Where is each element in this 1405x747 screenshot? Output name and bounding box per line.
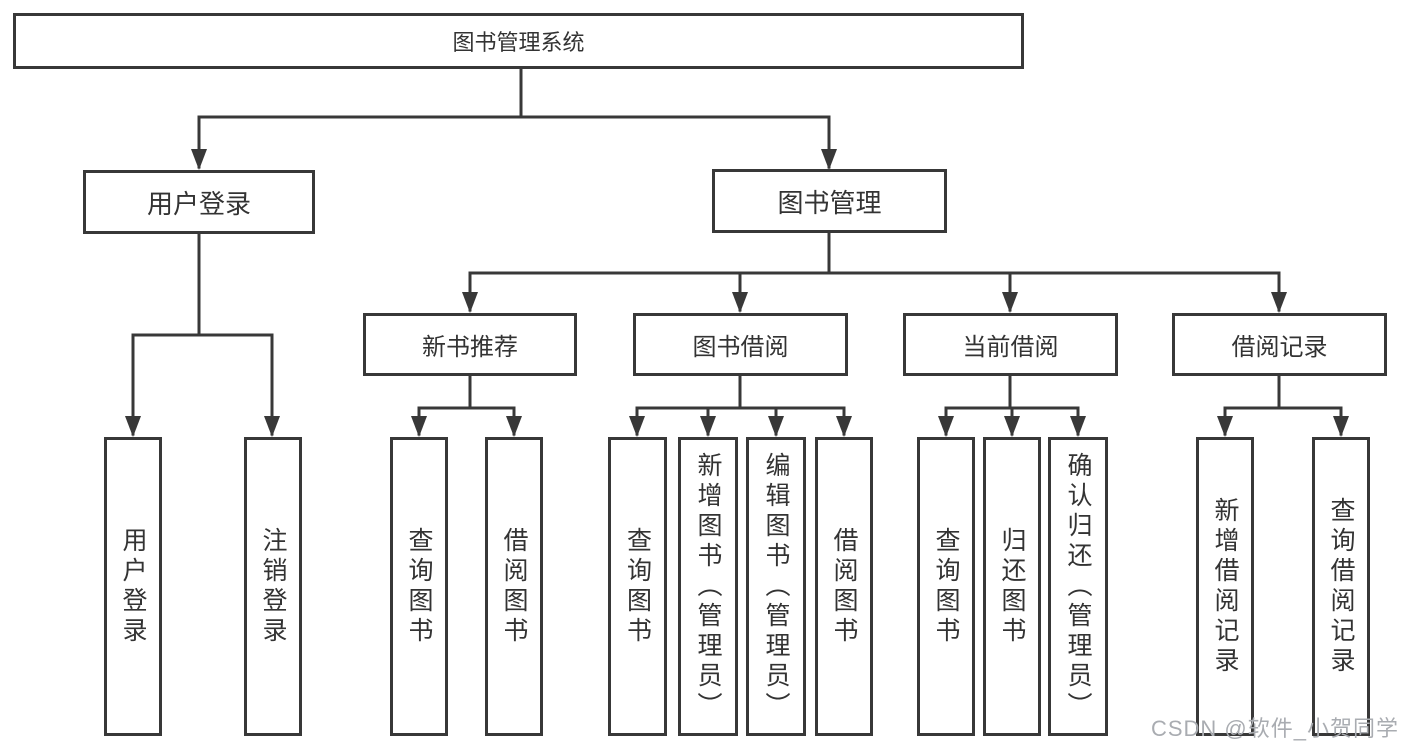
arrowhead-down-icon [1333, 416, 1349, 437]
node-label: 图书借阅 [692, 334, 789, 361]
leaf-logout: 注销登录 [244, 437, 302, 736]
arrowhead-down-icon [700, 416, 716, 437]
node-book-management: 图书管理 [712, 169, 947, 233]
leaf-return-books: 归还图书 [983, 437, 1041, 736]
arrowhead-down-icon [264, 416, 280, 437]
node-user-login: 用户登录 [83, 170, 315, 234]
node-label: 当前借阅 [962, 334, 1059, 361]
arrowhead-down-icon [732, 292, 748, 313]
node-label: 新书推荐 [422, 334, 518, 361]
connector-book-management-to-level3 [462, 231, 1287, 313]
csdn-watermark: CSDN @软件_小贺同学 [1150, 716, 1399, 741]
leaf-query-books-current: 查询图书 [917, 437, 975, 736]
connector-root-to-level2 [191, 67, 837, 170]
arrowhead-down-icon [629, 416, 645, 437]
node-library-management-system: 图书管理系统 [13, 13, 1024, 69]
connector-line [197, 67, 831, 169]
connector-user-login-to-leaves [125, 232, 280, 437]
node-label: 用户登录 [146, 188, 251, 219]
arrowhead-down-icon [191, 149, 207, 170]
arrowhead-down-icon [125, 416, 141, 437]
node-label: 用户登录 [119, 526, 147, 647]
node-label: 图书管理 [777, 187, 882, 218]
connector-line [468, 231, 1281, 312]
node-label: 查询图书 [932, 526, 960, 647]
node-label: 图书管理系统 [452, 30, 585, 55]
connector-book-borrowing-to-leaves [629, 374, 852, 437]
connector-line [635, 374, 846, 436]
connector-line [417, 374, 516, 436]
arrowhead-down-icon [1217, 416, 1233, 437]
node-borrow-records: 借阅记录 [1172, 313, 1387, 376]
node-label: 编辑图书（管理员） [762, 451, 790, 722]
arrowhead-down-icon [411, 416, 427, 437]
node-label: 查询图书 [623, 526, 652, 647]
node-label: 注销登录 [259, 526, 287, 647]
node-label: 新增图书（管理员） [694, 451, 722, 722]
leaf-borrow-books-recommend: 借阅图书 [485, 437, 543, 736]
node-new-book-recommend: 新书推荐 [363, 313, 577, 376]
leaf-query-books-borrowing: 查询图书 [608, 437, 667, 736]
node-label: 查询借阅记录 [1327, 496, 1355, 677]
arrowhead-down-icon [1271, 292, 1287, 313]
connector-line [131, 232, 274, 436]
connector-borrow-records-to-leaves [1217, 374, 1349, 437]
leaf-add-books-admin: 新增图书（管理员） [678, 437, 738, 736]
node-book-borrowing: 图书借阅 [633, 313, 848, 376]
arrowhead-down-icon [1002, 292, 1018, 313]
arrowhead-down-icon [506, 416, 522, 437]
arrowhead-down-icon [1070, 416, 1086, 437]
leaf-user-login: 用户登录 [104, 437, 162, 736]
node-current-borrowing: 当前借阅 [903, 313, 1118, 376]
arrowhead-down-icon [938, 416, 954, 437]
leaf-confirm-return-admin: 确认归还（管理员） [1048, 437, 1108, 736]
leaf-query-books-recommend: 查询图书 [390, 437, 448, 736]
leaf-borrow-books: 借阅图书 [815, 437, 873, 736]
connector-line [1223, 374, 1343, 436]
node-label: 新增借阅记录 [1211, 496, 1239, 677]
connector-new-book-recommend-to-leaves [411, 374, 522, 437]
node-label: 确认归还（管理员） [1064, 451, 1092, 722]
node-label: 借阅记录 [1231, 334, 1328, 361]
arrowhead-down-icon [1004, 416, 1020, 437]
arrowhead-down-icon [836, 416, 852, 437]
node-label: 借阅图书 [500, 526, 528, 647]
arrowhead-down-icon [768, 416, 784, 437]
leaf-query-borrow-record: 查询借阅记录 [1312, 437, 1370, 736]
node-label: 借阅图书 [830, 526, 858, 647]
node-label: 归还图书 [998, 526, 1026, 647]
connector-current-borrowing-to-leaves [938, 374, 1086, 437]
node-label: 查询图书 [405, 526, 433, 647]
arrowhead-down-icon [462, 292, 478, 313]
arrowhead-down-icon [821, 149, 837, 170]
leaf-add-borrow-record: 新增借阅记录 [1196, 437, 1254, 736]
leaf-edit-books-admin: 编辑图书（管理员） [746, 437, 806, 736]
